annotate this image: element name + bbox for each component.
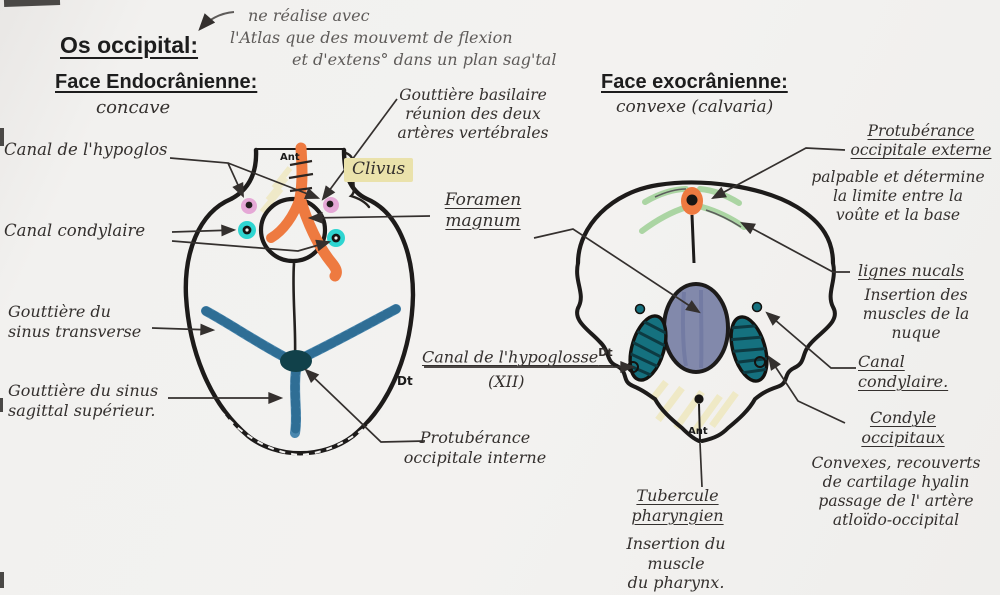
dt-marker-center: Dt [598,346,613,359]
hypoglossal-canal-right-shape [323,197,339,213]
line-canal-condylaire-b [171,239,332,252]
label-canal-hypoglosse-endo: Canal de l'hypoglos [4,140,168,159]
margin-note-line2: l'Atlas que des mouvemt de flexion [230,28,513,47]
condylar-canal-dot-left [634,303,646,315]
label-gouttiere-basilaire: Gouttière basilaire réunion des deux art… [397,86,549,142]
connector-lines [151,11,856,488]
hypoglossal-canal-left-shape [241,198,257,214]
scan-mark [0,572,4,588]
line-canal-hypoglos-b [227,162,321,199]
line-sinus-transverse [151,323,216,336]
condylar-canal-right-shape [327,229,345,247]
external-occipital-crest [690,214,696,264]
label-sinus-sagittal: Gouttière du sinus sagittal supérieur. [8,381,159,420]
line-tubercule [699,442,703,488]
condylar-canal-dot-right [751,301,763,313]
note-curved-arrow [198,11,235,31]
ant-marker-endo: Ant [280,152,300,163]
exo-basilar-hatch [649,379,739,435]
condylar-fossa-right [754,356,766,368]
desc-condyles: Convexes, recouverts de cartilage hyalin… [811,454,981,529]
occipital-condyle-left [627,314,673,382]
foramen-magnum-endo [258,196,328,264]
label-canal-condylaire-endo: Canal condylaire [4,221,146,240]
condylar-canal-left-shape [238,221,256,239]
label-lignes-nucales: lignes nucals [858,261,964,280]
label-canal-condylaire-exo: Canal condylaire. [858,352,949,391]
line-condyles [767,355,846,424]
foramen-magnum-exo [662,282,730,374]
ant-marker-exo: Ant [688,426,708,437]
label-condyles: Condyle occipitaux [861,408,945,447]
exocranial-view-drawing [575,180,837,443]
basilar-hatch [259,166,293,214]
occipital-bone-outline-exo [575,180,836,266]
protuberance-externe-dot [686,194,698,206]
label-protuberance-interne: Protubérance occipitale interne [403,428,547,467]
endo-heading: Face Endocrânienne: [55,71,258,93]
scan-mark [0,128,4,146]
sagittal-sinus-groove-shape [290,365,301,438]
occipital-outline-right-edge [700,261,837,443]
exo-heading: Face exocrânienne: [601,71,788,93]
protuberance-interne-shape [280,350,312,372]
occipital-outline-left-edge [575,261,701,443]
label-protuberance-externe: Protubérance occipitale externe [850,122,992,159]
label-tubercule: Tubercule pharyngien [631,486,724,525]
line-canal-condylaire-a [171,224,237,237]
label-clivus: Clivus [344,158,414,182]
endocranial-view-drawing [183,142,416,457]
margin-note-line3: et d'extens° dans un plan sag'tal [292,50,557,69]
occipital-bone-outline-endo [183,147,416,456]
line-lignes-nucales [740,221,850,273]
nuchal-lines-ink [654,188,742,228]
margin-note-line1: ne réalise avec [248,6,370,25]
line-gouttiere-basilaire [321,98,398,201]
page-title: Os occipital: [60,32,199,58]
label-canal-hypoglosse-center: Canal de l'hypoglosseDt [422,346,613,367]
desc-tubercule: Insertion du muscle du pharynx. [626,534,726,593]
foramen-texture [680,289,704,369]
basilar-groove-arteries [266,142,342,282]
dt-marker-endo: Dt [397,374,413,388]
line-canal-condylaire-right [765,311,856,369]
line-foramen-left [307,211,431,224]
internal-occipital-crest [292,262,297,357]
desc-protuberance-externe: palpable et détermine la limite entre la… [811,168,985,224]
scan-mark [0,398,3,412]
canal-hypoglosse-text: Canal de l'hypoglosse [422,347,599,367]
tubercule-pharyngien-shape [694,394,704,404]
label-sinus-transverse: Gouttière du sinus transverse [8,302,142,341]
label-foramen-magnum: Foramen magnum [444,190,522,231]
desc-lignes-nucales: Insertion des muscles de la nuque [862,286,970,342]
line-protuberance-interne [304,368,426,443]
line-foramen-right [533,228,701,314]
endo-subheading: concave [96,97,171,118]
line-protuberance-externe [711,147,846,200]
exo-subheading: convexe (calvaria) [616,97,774,117]
outline-stitching [205,385,405,457]
label-canal-hypoglosse-nerve: (XII) [488,372,525,391]
